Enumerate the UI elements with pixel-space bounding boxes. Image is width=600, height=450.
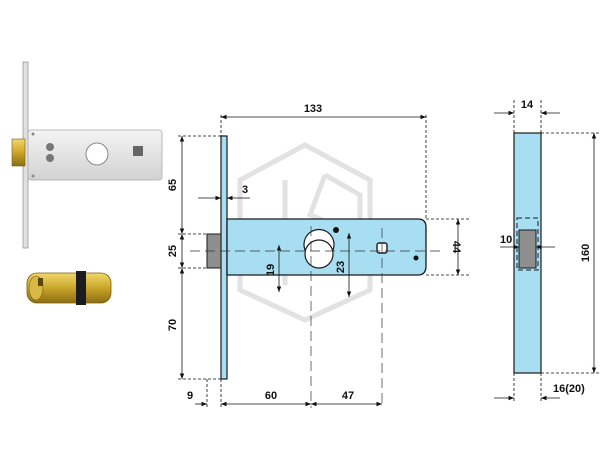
side-view [513, 132, 542, 374]
lock-photo [11, 61, 163, 249]
front-view-dimensions [178, 114, 470, 408]
dim-backset: 60 [265, 390, 277, 402]
dim-faceplate-height: 160 [580, 244, 592, 262]
dim-latch-height: 25 [167, 245, 179, 257]
dim-backset-outer: 9 [187, 390, 193, 402]
dim-cylinder-upper: 23 [335, 261, 347, 273]
dim-faceplate-thickness: 3 [242, 184, 248, 196]
front-view [190, 135, 440, 408]
dim-overall-length: 133 [304, 103, 322, 115]
cylinder-photo [26, 271, 112, 305]
dim-cylinder-lower: 19 [265, 264, 277, 276]
dim-case-width: 14 [521, 99, 534, 111]
side-view-dimensions [494, 100, 600, 402]
dim-bottom-offset: 70 [167, 319, 179, 331]
dim-spindle-to-square: 47 [342, 390, 354, 402]
dim-top-offset: 65 [167, 179, 179, 191]
dim-latch-width: 10 [500, 234, 512, 246]
dim-case-height: 44 [450, 241, 462, 254]
dim-faceplate-width: 16(20) [553, 383, 585, 395]
